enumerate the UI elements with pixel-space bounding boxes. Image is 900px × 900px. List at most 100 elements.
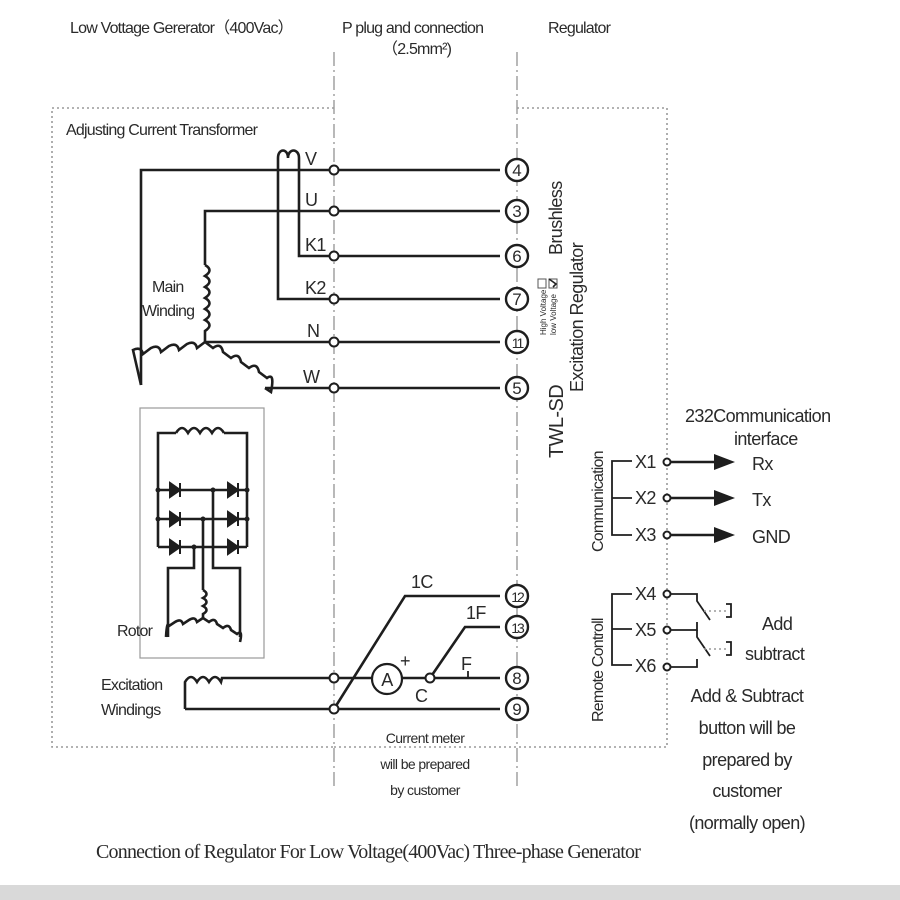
terminal-5-number: 5 (512, 379, 521, 398)
high-voltage-checkbox[interactable] (537, 278, 547, 289)
plug-section-header: P plug and connection (342, 20, 483, 37)
remote-pin-x6: X6 (635, 656, 656, 676)
communication-label-group: Communication (590, 451, 607, 552)
terminal-7 (504, 286, 530, 312)
remote-note-line1: Add & Subtract (691, 686, 804, 706)
pin-x4-terminal (662, 589, 672, 599)
terminal-8 (504, 665, 530, 691)
main-winding-coil-u (202, 263, 211, 342)
add-button-icon (726, 603, 732, 618)
footer-bar (0, 885, 900, 900)
current-meter-note-line3: by customer (390, 782, 461, 798)
rotor-coil-b (164, 616, 204, 638)
remote-pin-x5: X5 (635, 620, 656, 640)
wire-label-w: W (303, 367, 320, 387)
wire-k2 (276, 158, 500, 301)
generator-boundary (51, 107, 334, 748)
regulator-type-line2-group: Excitation Regulator (567, 242, 587, 392)
arrow-right-icon (714, 490, 735, 506)
remote-note-line5: (normally open) (689, 813, 805, 833)
rotor-lead-1 (166, 547, 196, 637)
terminal-4 (504, 157, 530, 183)
regulator-model-group: TWL-SD (546, 385, 568, 458)
regulator-type-line1: Brushless (546, 181, 566, 255)
add-switch (671, 593, 711, 621)
terminal-3 (504, 198, 530, 224)
comm-pin-x3: X3 (635, 525, 656, 545)
main-winding-label-line1: Main (152, 279, 183, 296)
terminal-11 (504, 329, 530, 355)
rotor-box (139, 407, 265, 659)
main-winding-coil-v (131, 340, 206, 386)
plug-terminal-k1 (328, 250, 340, 262)
main-winding-coil-w (204, 340, 274, 395)
ammeter-symbol: A (381, 670, 393, 690)
plug-terminal-n (328, 336, 340, 348)
wire-u (203, 209, 500, 265)
plug-terminal-f (328, 672, 340, 684)
excitation-coil (183, 675, 334, 709)
diode-icon (169, 538, 182, 556)
wire-label-k2: K2 (305, 278, 326, 298)
junction-c (424, 672, 436, 684)
terminal-5 (504, 375, 530, 401)
regulator-model: TWL-SD (546, 385, 568, 458)
arrow-right-icon (714, 454, 735, 470)
current-meter-note-line1: Current meter (386, 730, 465, 746)
subtract-switch (696, 630, 711, 657)
wire-k1 (297, 158, 500, 258)
pin-x5-terminal (662, 625, 672, 635)
interface-label-line2: interface (734, 429, 798, 449)
terminal-6-number: 6 (512, 247, 521, 266)
main-winding-label-line2: Winding (142, 303, 194, 320)
plug-section-subheader: （2.5mm²) (382, 40, 452, 58)
current-transformer-coil (276, 149, 301, 159)
remote-control-group-label: Remote Controll (590, 618, 607, 722)
wire-label-n: N (307, 321, 319, 341)
plug-terminal-c (328, 703, 340, 715)
wire-label-k1: K1 (305, 235, 326, 255)
remote-note-line3: prepared by (702, 750, 792, 770)
pin-x2-terminal (662, 493, 672, 503)
current-meter-note-line2: will be prepared (379, 756, 469, 772)
wire-v (139, 168, 500, 385)
wire-1c (332, 594, 500, 710)
comm-pin-x1: X1 (635, 452, 656, 472)
ct-label: Adjusting Current Transformer (66, 122, 259, 139)
excitation-label-line1: Excitation (101, 677, 162, 694)
rotor-field-coil (174, 426, 226, 436)
rotor-coil-a (200, 588, 208, 618)
communication-group-label: Communication (590, 451, 607, 552)
rotor-wire-left (156, 431, 176, 490)
remote-control-label-group: Remote Controll (590, 618, 607, 722)
pin-x6-terminal (662, 662, 672, 672)
comm-pin-x2: X2 (635, 488, 656, 508)
diode-icon (169, 481, 182, 499)
diode-icon (169, 510, 182, 528)
wire-label-c: C (415, 686, 428, 706)
low-voltage-option-label: low Voltage (549, 294, 558, 335)
regulator-type-line2: Excitation Regulator (567, 242, 587, 392)
subtract-button-icon (726, 641, 732, 656)
diode-icon (227, 510, 240, 528)
diagram-caption: Connection of Regulator For Low Voltage(… (96, 841, 641, 863)
rotor-wire-right (224, 431, 249, 547)
plug-terminal-k2 (328, 293, 340, 305)
main-wires (131, 149, 500, 395)
interface-label-line1: 232Communication (685, 406, 830, 426)
pin-x3-terminal (662, 530, 672, 540)
plug-terminals (328, 164, 340, 394)
terminal-6 (504, 243, 530, 269)
arrow-right-icon (714, 527, 735, 543)
excitation-label-line2: Windings (101, 702, 161, 719)
comm-signal-gnd: GND (752, 527, 791, 547)
diode-icon (227, 538, 240, 556)
pin-x1-terminal (662, 457, 672, 467)
plug-terminal-v (328, 164, 340, 176)
comm-signal-tx: Tx (752, 490, 771, 510)
wire-label-1c: 1C (411, 572, 433, 592)
plug-terminal-w (328, 382, 340, 394)
remote-pin-x4: X4 (635, 584, 656, 604)
wire-label-v: V (305, 149, 317, 169)
rotor-circuit (155, 426, 250, 643)
